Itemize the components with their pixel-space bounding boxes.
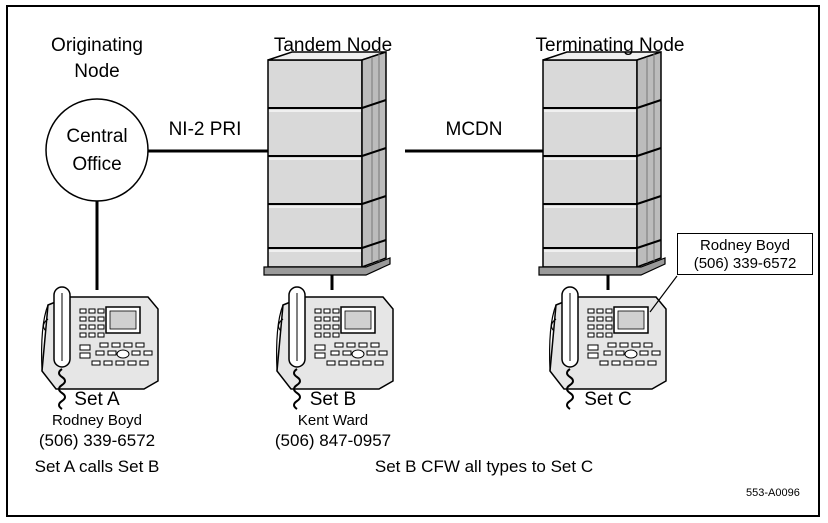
set-a-label: Set A <box>74 389 120 410</box>
callout-name: Rodney Boyd <box>699 237 791 254</box>
display-callout <box>677 233 813 275</box>
mcdn-label: MCDN <box>445 119 503 140</box>
terminating-node-icon <box>538 51 666 276</box>
central-office-label-1: Central <box>66 126 128 147</box>
figure-id: 553-A0096 <box>746 487 800 499</box>
originating-node-label-1: Originating <box>51 35 143 56</box>
originating-node-label-2: Node <box>74 61 120 82</box>
callout-number: (506) 339-6572 <box>693 255 797 272</box>
central-office-circle <box>45 98 149 202</box>
set-b-number: (506) 847-0957 <box>274 431 392 450</box>
callout-pointer <box>649 275 678 313</box>
set-b-label: Set B <box>309 389 357 410</box>
central-office-label-2: Office <box>72 154 122 175</box>
tandem-node-icon <box>263 51 391 276</box>
set-a-number: (506) 339-6572 <box>38 431 156 450</box>
set-b-note: Set B CFW all types to Set C <box>374 457 594 476</box>
set-c-label: Set C <box>584 389 632 410</box>
ni2-pri-label: NI-2 PRI <box>168 119 242 140</box>
diagram-border <box>6 5 820 517</box>
tandem-node-label: Tandem Node <box>273 35 393 56</box>
set-b-name: Kent Ward <box>297 412 369 429</box>
terminating-node-label: Terminating Node <box>535 35 685 56</box>
set-a-name: Rodney Boyd <box>51 412 143 429</box>
set-a-note: Set A calls Set B <box>34 457 160 476</box>
